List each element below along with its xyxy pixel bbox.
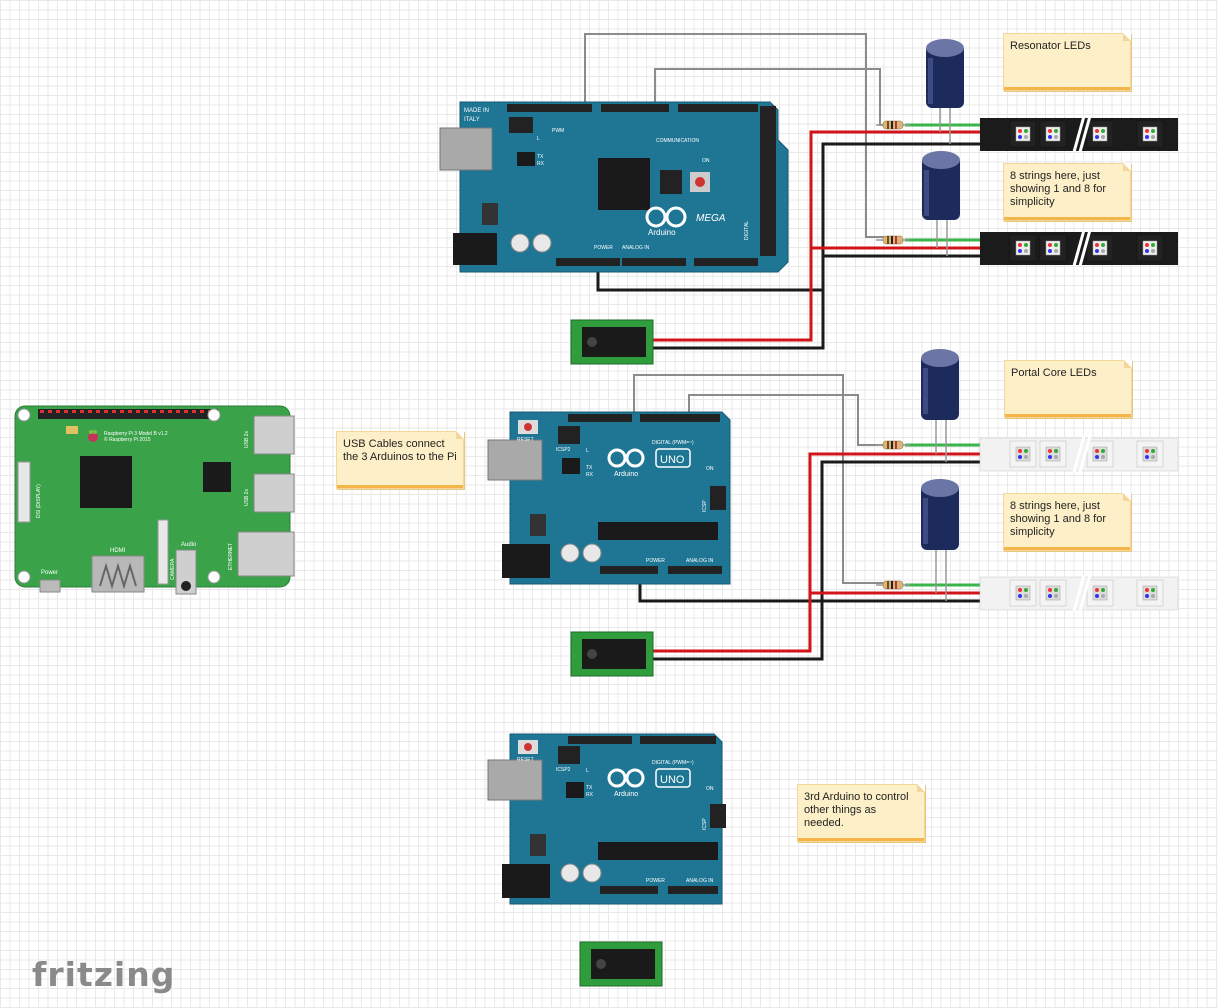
pi-model: Raspberry Pi 3 Model B v1.2	[104, 431, 168, 437]
uno2-icsp: ICSP	[702, 818, 708, 830]
led-strip-portal-1	[979, 435, 1179, 473]
arduino-uno-1: UNO Arduino RESET ICSP2 DIGITAL (PWM=~) …	[487, 411, 731, 585]
uno2-power: POWER	[646, 878, 665, 884]
note-strings-top: 8 strings here, just showing 1 and 8 for…	[1003, 163, 1131, 221]
uno1-digital: DIGITAL (PWM=~)	[652, 440, 694, 446]
wire-gray-uno-1	[633, 374, 884, 584]
note-portal-core-leds: Portal Core LEDs	[1004, 360, 1132, 418]
uno2-digital: DIGITAL (PWM=~)	[652, 760, 694, 766]
resistor-4	[876, 580, 910, 590]
uno1-reset: RESET	[517, 437, 534, 443]
wires	[584, 33, 980, 661]
wire-red-jack2	[652, 452, 980, 653]
resistor-1	[876, 120, 910, 130]
uno2-logo-icon	[607, 768, 645, 788]
led-strip-portal-8	[979, 574, 1179, 612]
pi-camera: CAMERA	[170, 558, 176, 580]
pi-ethernet: ETHERNET	[228, 543, 234, 570]
raspberry-pi: Raspberry Pi 3 Model B v1.2 © Raspberry …	[14, 405, 295, 595]
fritzing-logo: fritzing	[32, 955, 176, 994]
mega-on: ON	[702, 158, 710, 164]
wire-gray-mega-1	[584, 33, 884, 238]
uno1-on: ON	[706, 466, 714, 472]
mega-communication: COMMUNICATION	[656, 138, 699, 144]
uno2-tx: TX	[586, 785, 593, 791]
resistors	[876, 120, 910, 590]
led-strip-resonator-1	[980, 115, 1178, 153]
mega-tx: TX	[537, 154, 544, 160]
note-strings-top-text: 8 strings here, just showing 1 and 8 for…	[1010, 170, 1107, 208]
pi-hdmi: HDMI	[110, 548, 126, 554]
pi-copyright: © Raspberry Pi 2015	[104, 436, 151, 443]
uno2-model: UNO	[660, 774, 685, 786]
mega-digital: DIGITAL	[744, 221, 750, 240]
note-usb-cables-text: USB Cables connect the 3 Arduinos to the…	[343, 438, 457, 463]
pi-display: DSI (DISPLAY)	[36, 484, 42, 518]
mega-italy: ITALY	[464, 117, 480, 123]
note-resonator-leds-text: Resonator LEDs	[1010, 40, 1091, 52]
mega-analog: ANALOG IN	[622, 245, 650, 251]
note-portal-core-leds-text: Portal Core LEDs	[1011, 367, 1097, 379]
note-strings-bottom: 8 strings here, just showing 1 and 8 for…	[1003, 493, 1131, 551]
capacitor-2	[922, 151, 960, 220]
note-resonator-leds: Resonator LEDs	[1003, 33, 1131, 91]
uno1-tx: TX	[586, 465, 593, 471]
uno2-l: L	[586, 768, 589, 774]
pi-usb1: USB 2x	[244, 431, 250, 448]
uno1-icsp: ICSP	[702, 500, 708, 512]
led-strip-resonator-8	[980, 229, 1178, 267]
raspberry-logo-icon	[88, 430, 98, 442]
note-third-arduino-text: 3rd Arduino to control other things as n…	[804, 791, 909, 829]
resistor-3	[876, 440, 910, 450]
arduino-mega: MADE IN ITALY Arduino MEGA PWM COMMUNICA…	[439, 101, 789, 273]
led-strips	[979, 115, 1179, 612]
uno2-analog: ANALOG IN	[686, 878, 714, 884]
wire-red-jack1	[652, 130, 980, 342]
mega-power: POWER	[594, 245, 613, 251]
mega-model: MEGA	[696, 213, 726, 224]
power-jack-1	[570, 319, 654, 365]
wire-black-jack1	[652, 290, 825, 350]
uno2-reset: RESET	[517, 757, 534, 763]
arduino-logo-icon	[645, 206, 687, 228]
note-third-arduino: 3rd Arduino to control other things as n…	[797, 784, 925, 842]
power-jack-3	[579, 941, 663, 987]
uno2-icsp2: ICSP2	[556, 767, 571, 773]
note-usb-cables: USB Cables connect the 3 Arduinos to the…	[336, 431, 464, 489]
mega-brand: Arduino	[648, 228, 676, 237]
wire-black-jack2	[652, 601, 824, 661]
uno1-power: POWER	[646, 558, 665, 564]
pi-audio: Audio	[181, 542, 197, 548]
mega-pwm: PWM	[552, 128, 564, 134]
pi-usb2: USB 2x	[244, 489, 250, 506]
arduino-uno-2: UNO Arduino RESET ICSP2 DIGITAL (PWM=~) …	[487, 733, 726, 905]
uno2-rx: RX	[586, 792, 594, 798]
capacitors	[921, 39, 964, 550]
capacitor-3	[921, 349, 959, 420]
capacitor-4	[921, 479, 959, 550]
power-jack-2	[570, 631, 654, 677]
pi-power: Power	[41, 570, 58, 576]
uno2-brand: Arduino	[614, 791, 638, 798]
uno1-l: L	[586, 448, 589, 454]
mega-rx: RX	[537, 161, 545, 167]
wire-gray-uno-2	[688, 394, 884, 446]
uno1-icsp2: ICSP2	[556, 447, 571, 453]
uno1-logo-icon	[607, 448, 645, 468]
uno1-rx: RX	[586, 472, 594, 478]
capacitor-1	[926, 39, 964, 108]
resistor-2	[876, 235, 910, 245]
uno1-analog: ANALOG IN	[686, 558, 714, 564]
mega-l: L	[537, 136, 540, 142]
mega-made-in: MADE IN	[464, 108, 489, 114]
uno1-brand: Arduino	[614, 471, 638, 478]
uno2-on: ON	[706, 786, 714, 792]
uno1-model: UNO	[660, 454, 685, 466]
note-strings-bottom-text: 8 strings here, just showing 1 and 8 for…	[1010, 500, 1107, 538]
